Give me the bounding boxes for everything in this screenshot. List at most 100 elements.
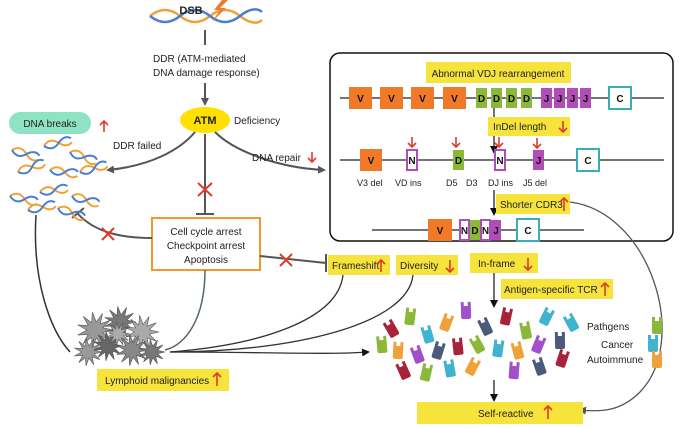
j-segment-3-label: J [570, 94, 576, 105]
v-segment-3 [411, 87, 434, 109]
malignant-cell-icon [116, 334, 149, 366]
djins-label: DJ ins [488, 178, 514, 188]
receptor-cell-icon [477, 316, 493, 336]
c-segment [576, 148, 600, 172]
legend-cancer-icon [648, 335, 658, 352]
d-segment-2 [491, 88, 502, 108]
dna-fragment-icon [49, 166, 79, 179]
v-segment-2-label: V [388, 94, 395, 105]
v-segment-2 [380, 87, 403, 109]
d-segment-label: D [471, 226, 478, 237]
d-segment-4-label: D [523, 94, 530, 105]
vdj-title-badge [426, 62, 571, 83]
receptor-cell-icon [554, 331, 566, 350]
receptor-cell-icon [510, 341, 525, 360]
receptor-cell-icon [465, 356, 481, 376]
arrest-to-frameshift-line [259, 255, 327, 264]
atm-label: ATM [193, 115, 216, 127]
lymphoid-badge [97, 369, 229, 391]
dna-fragment-icon [17, 158, 46, 175]
lymphoid-cell-cluster [74, 306, 166, 367]
receptor-cell-icon [532, 356, 547, 376]
arrest-line-1: Cell cycle arrest [170, 227, 241, 238]
d-segment-3-label: D [508, 94, 515, 105]
arrest-box [151, 217, 261, 271]
d-segment-4 [521, 88, 532, 108]
n-insert-dj-label: N [482, 226, 489, 237]
v-segment [360, 149, 382, 171]
antigen-tcr-up-arrow [600, 281, 610, 296]
indel-badge [488, 117, 570, 136]
c-segment [608, 86, 632, 110]
j-segment-1-label: J [544, 94, 550, 105]
antigen-cell-cluster [376, 301, 579, 382]
n-insert-dj-label: N [496, 156, 503, 167]
ddr-line2: DNA damage response) [153, 68, 260, 79]
ddr-failed-label: DDR failed [113, 141, 161, 152]
lymphoid-label: Lymphoid malignancies [105, 376, 209, 387]
n-insert-dj [494, 149, 506, 171]
dna-repair-arrow [214, 131, 326, 174]
to-tcells-arrow [169, 348, 370, 357]
c-segment-label: C [524, 226, 531, 237]
receptor-cell-icon [382, 318, 400, 338]
dsb-label: DSB [179, 5, 202, 17]
receptor-cell-icon [500, 307, 513, 326]
ddr-line1: DDR (ATM-mediated [153, 54, 246, 65]
receptor-cell-icon [409, 344, 425, 364]
receptor-cell-icon [392, 341, 404, 360]
receptor-cell-icon [419, 363, 434, 382]
j-segment [491, 220, 501, 240]
frameshift-badge [328, 255, 390, 275]
block-x-icon [279, 253, 293, 267]
dna-repair-label: DNA repair [252, 153, 302, 164]
j-segment-2-label: J [557, 94, 563, 105]
receptor-cell-icon [404, 307, 417, 326]
v-segment-3-label: V [419, 94, 426, 105]
receptor-cell-icon [376, 335, 388, 354]
d-segment [453, 150, 464, 170]
v-segment-4-label: V [451, 94, 458, 105]
dna-fragment-icon [57, 205, 86, 222]
dna-fragment-icon [71, 193, 101, 208]
indel-site-arrow-4 [532, 138, 542, 150]
malignant-cell-icon [125, 315, 160, 349]
c-segment-label: C [616, 94, 623, 105]
frameshift-up-arrow [376, 258, 386, 272]
v3del-label: V3 del [357, 178, 383, 188]
malignant-cell-icon [74, 337, 103, 367]
d-segment-1 [476, 88, 487, 108]
d-segment-1-label: D [478, 94, 485, 105]
diversity-badge [396, 255, 458, 275]
receptor-cell-icon [562, 312, 579, 332]
d3-label: D3 [466, 178, 478, 188]
diversity-down-arrow [445, 260, 455, 274]
legend-cancer: Cancer [601, 340, 634, 351]
breaks-to-lymphoid-line [34, 214, 71, 353]
indel-label: InDel length [493, 122, 546, 133]
j-segment-4-label: J [583, 94, 589, 105]
j-segment-2 [554, 88, 565, 108]
cdr3-badge [496, 194, 570, 214]
j-segment-1 [541, 88, 552, 108]
d-segment [470, 220, 480, 240]
d-segment-2-label: D [493, 94, 500, 105]
receptor-cell-icon [451, 337, 464, 356]
legend-autoimmune: Autoimmune [587, 355, 644, 366]
receptor-cell-icon [431, 340, 446, 360]
malignant-cell-icon [106, 321, 131, 347]
n-insert-vd-label: N [461, 226, 468, 237]
atm-deficiency-label: Deficiency [234, 116, 280, 127]
indel-down-arrow [558, 121, 568, 134]
legend-pathgens-icon [652, 317, 662, 334]
n-insert-vd [459, 219, 470, 241]
d-segment-3 [506, 88, 517, 108]
n-insert-dj [480, 219, 491, 241]
arrest-line-2: Checkpoint arrest [167, 241, 246, 252]
n-insert-vd-label: N [408, 156, 415, 167]
block-x-icon [197, 182, 213, 197]
d5-label: D5 [446, 178, 458, 188]
c-segment [516, 218, 540, 242]
receptor-cell-icon [531, 334, 547, 354]
receptor-cell-icon [555, 348, 570, 368]
